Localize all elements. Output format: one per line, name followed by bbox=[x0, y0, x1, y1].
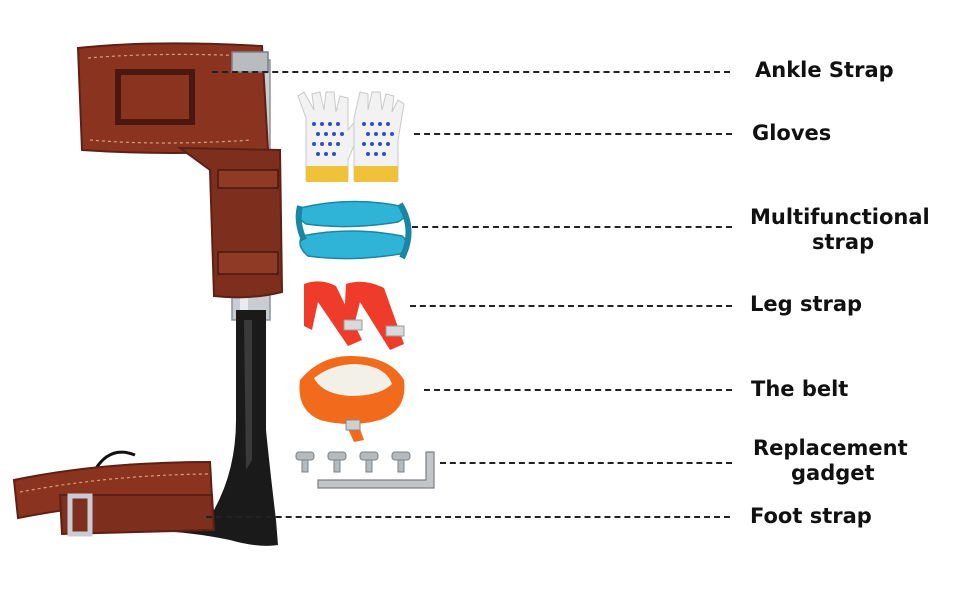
label-line: Multifunctional bbox=[750, 205, 930, 229]
label-multifunctional-strap: Multifunctional strap bbox=[750, 205, 930, 255]
label-line: Replacement bbox=[753, 436, 908, 460]
belt-illustration bbox=[299, 356, 405, 442]
leader-line-gloves bbox=[414, 133, 732, 135]
label-line: gadget bbox=[791, 461, 875, 485]
label-gloves: Gloves bbox=[752, 121, 832, 145]
pad-strap bbox=[217, 169, 279, 189]
label-ankle-strap: Ankle Strap bbox=[755, 58, 894, 82]
wire-loop bbox=[93, 450, 136, 471]
pad-strap bbox=[217, 251, 279, 275]
label-replacement-gadget: Replacement gadget bbox=[753, 436, 908, 486]
leader-line-ankle-strap bbox=[212, 71, 730, 73]
label-line: strap bbox=[812, 230, 875, 254]
leg-strap-illustration bbox=[304, 281, 405, 350]
leader-line-foot-strap bbox=[206, 516, 730, 518]
gloves-illustration bbox=[297, 91, 405, 182]
ankle-strap-leather bbox=[76, 42, 284, 299]
leader-line-multifunctional-strap bbox=[412, 226, 732, 228]
spike-highlight bbox=[244, 320, 252, 470]
leader-line-belt bbox=[424, 389, 732, 391]
multifunctional-strap-illustration bbox=[295, 200, 412, 260]
foot-strap-leather bbox=[12, 460, 216, 537]
label-the-belt: The belt bbox=[751, 377, 849, 401]
leader-line-replacement-gadget bbox=[440, 462, 732, 464]
label-leg-strap: Leg strap bbox=[750, 292, 863, 316]
buckle-loop bbox=[115, 69, 195, 125]
label-foot-strap: Foot strap bbox=[750, 504, 872, 528]
leader-line-leg-strap bbox=[410, 305, 732, 307]
replacement-gadget-illustration bbox=[295, 451, 435, 489]
foot-strap-buckle bbox=[67, 493, 93, 537]
